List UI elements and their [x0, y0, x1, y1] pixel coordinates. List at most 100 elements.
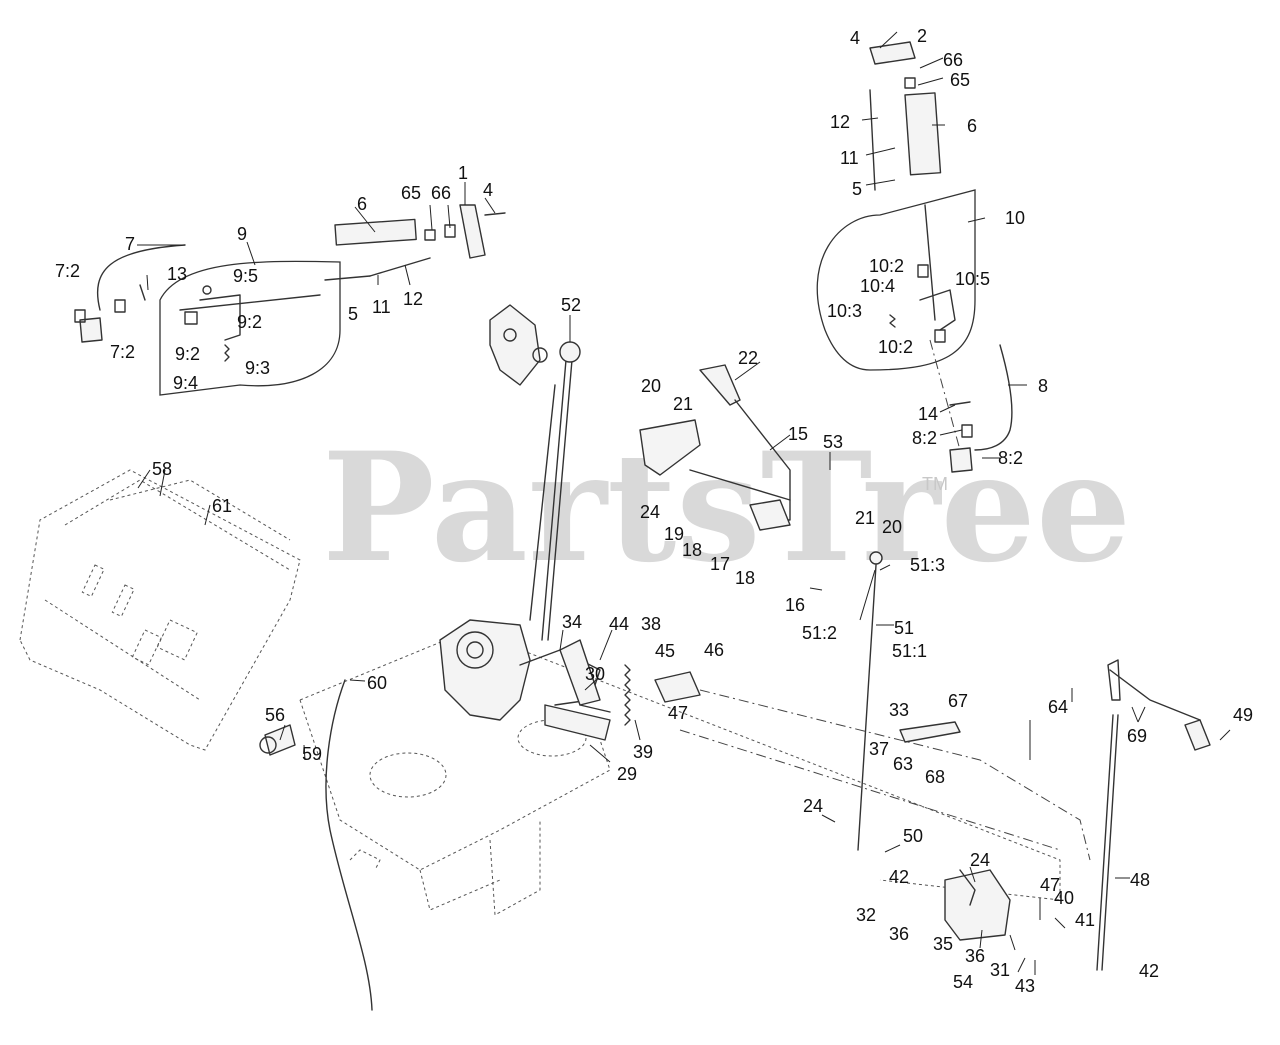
- callout-8-2b: 8:2: [998, 448, 1023, 468]
- callout-8-2a: 8:2: [912, 428, 937, 448]
- callout-46: 46: [704, 640, 724, 660]
- callout-44: 44: [609, 614, 629, 634]
- callout-58: 58: [152, 459, 172, 479]
- callout-21b: 21: [855, 508, 875, 528]
- callout-12a: 12: [403, 289, 423, 309]
- callout-24c: 24: [970, 850, 990, 870]
- callout-47b: 47: [1040, 875, 1060, 895]
- callout-labels: 1 2 4 4 5 5 6 6 7 7:2 7:2 8 8:2 8:2 9 9:…: [55, 26, 1253, 996]
- callout-36a: 36: [889, 924, 909, 944]
- callout-33: 33: [889, 700, 909, 720]
- callout-43: 43: [1015, 976, 1035, 996]
- callout-1: 1: [458, 163, 468, 183]
- callout-4a: 4: [850, 28, 860, 48]
- callout-31: 31: [990, 960, 1010, 980]
- callout-53: 53: [823, 432, 843, 452]
- callout-11a: 11: [372, 297, 391, 317]
- callout-9-2b: 9:2: [175, 344, 200, 364]
- callout-37: 37: [869, 739, 889, 759]
- callout-49: 49: [1233, 705, 1253, 725]
- leader-lines: [137, 31, 1231, 975]
- callout-65a: 65: [401, 183, 421, 203]
- callout-29: 29: [617, 764, 637, 784]
- callout-20a: 20: [641, 376, 661, 396]
- callout-16: 16: [785, 595, 805, 615]
- callout-66b: 66: [943, 50, 963, 70]
- callout-47a: 47: [668, 703, 688, 723]
- callout-39: 39: [633, 742, 653, 762]
- callout-10-4: 10:4: [860, 276, 895, 296]
- callout-13: 13: [167, 264, 187, 284]
- callout-67: 67: [948, 691, 968, 711]
- callout-60: 60: [367, 673, 387, 693]
- callout-51-2: 51:2: [802, 623, 837, 643]
- callout-40: 40: [1054, 888, 1074, 908]
- callout-69: 69: [1127, 726, 1147, 746]
- callout-4b: 4: [483, 180, 493, 200]
- callout-61: 61: [212, 496, 232, 516]
- callout-6b: 6: [967, 116, 977, 136]
- callout-45: 45: [655, 641, 675, 661]
- callout-6a: 6: [357, 194, 367, 214]
- callout-41: 41: [1075, 910, 1095, 930]
- watermark: PartsTree TM: [322, 420, 1131, 596]
- callout-63: 63: [893, 754, 913, 774]
- callout-22: 22: [738, 348, 758, 368]
- callout-10-5: 10:5: [955, 269, 990, 289]
- callout-52: 52: [561, 295, 581, 315]
- callout-20b: 20: [882, 517, 902, 537]
- callout-9-2a: 9:2: [237, 312, 262, 332]
- callout-2: 2: [917, 26, 927, 46]
- right-lever-assembly: [816, 41, 1013, 473]
- callout-12b: 12: [830, 112, 850, 132]
- callout-9-3: 9:3: [245, 358, 270, 378]
- callout-24a: 24: [640, 502, 660, 522]
- callout-32: 32: [856, 905, 876, 925]
- left-lever-assembly: [74, 204, 506, 396]
- callout-8: 8: [1038, 376, 1048, 396]
- callout-64: 64: [1048, 697, 1068, 717]
- callout-17: 17: [710, 554, 730, 574]
- callout-34: 34: [562, 612, 582, 632]
- callout-19: 19: [664, 524, 684, 544]
- callout-9-5: 9:5: [233, 266, 258, 286]
- callout-42b: 42: [1139, 961, 1159, 981]
- callout-7: 7: [125, 234, 135, 254]
- fender-panel: [19, 469, 301, 751]
- transmission: [439, 619, 611, 741]
- callout-50: 50: [903, 826, 923, 846]
- callout-7-2b: 7:2: [110, 342, 135, 362]
- callout-54: 54: [953, 972, 973, 992]
- callout-7-2a: 7:2: [55, 261, 80, 281]
- callout-65b: 65: [950, 70, 970, 90]
- callout-11b: 11: [840, 148, 859, 168]
- callout-59: 59: [302, 744, 322, 764]
- callout-56: 56: [265, 705, 285, 725]
- callout-18b: 18: [735, 568, 755, 588]
- callout-21a: 21: [673, 394, 693, 414]
- callout-51-1: 51:1: [892, 641, 927, 661]
- watermark-text: PartsTree: [322, 420, 1131, 596]
- callout-68: 68: [925, 767, 945, 787]
- callout-15: 15: [788, 424, 808, 444]
- callout-9: 9: [237, 224, 247, 244]
- callout-36b: 36: [965, 946, 985, 966]
- callout-35: 35: [933, 934, 953, 954]
- callout-30: 30: [585, 664, 605, 684]
- callout-48: 48: [1130, 870, 1150, 890]
- callout-38: 38: [641, 614, 661, 634]
- callout-66a: 66: [431, 183, 451, 203]
- callout-14: 14: [918, 404, 938, 424]
- callout-24b: 24: [803, 796, 823, 816]
- callout-10: 10: [1005, 208, 1025, 228]
- callout-10-3: 10:3: [827, 301, 862, 321]
- callout-9-4: 9:4: [173, 373, 198, 393]
- callout-42a: 42: [889, 867, 909, 887]
- callout-5a: 5: [348, 304, 358, 324]
- callout-5b: 5: [852, 179, 862, 199]
- callout-10-2b: 10:2: [878, 337, 913, 357]
- callout-51: 51: [894, 618, 914, 638]
- watermark-trademark: TM: [922, 474, 948, 494]
- callout-18a: 18: [682, 540, 702, 560]
